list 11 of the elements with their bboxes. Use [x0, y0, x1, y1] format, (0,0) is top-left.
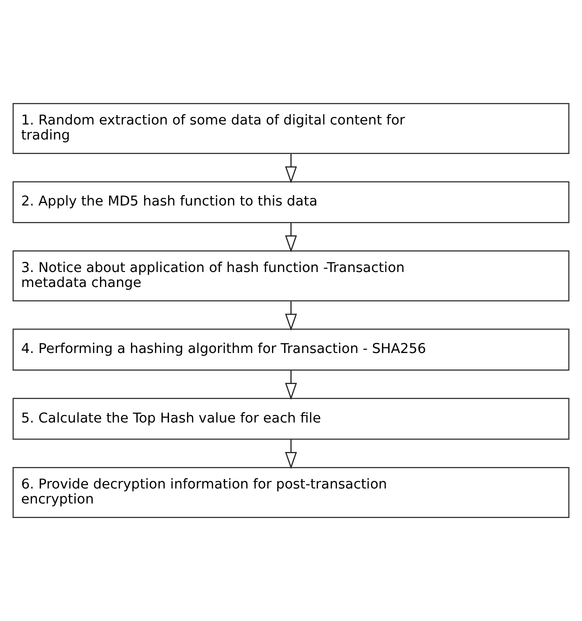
node-box: 2. Apply the MD5 hash function to this data: [12, 181, 570, 224]
arrow: [285, 439, 297, 470]
arrow: [285, 301, 297, 331]
arrow: [285, 222, 297, 252]
arrow: [285, 154, 297, 184]
arrow: [285, 370, 297, 400]
node-box: 5. Calculate the Top Hash value for each file: [12, 398, 570, 440]
node-box: 3. Notice about application of hash function -Transaction metadata change: [12, 250, 570, 302]
node-box: 1. Random extraction of some data of digital content for trading: [12, 102, 570, 154]
node-box: 4. Performing a hashing algorithm for Transaction - SHA256: [12, 328, 570, 371]
node-box: 6. Provide decryption information for post-transaction encryption: [12, 467, 570, 518]
